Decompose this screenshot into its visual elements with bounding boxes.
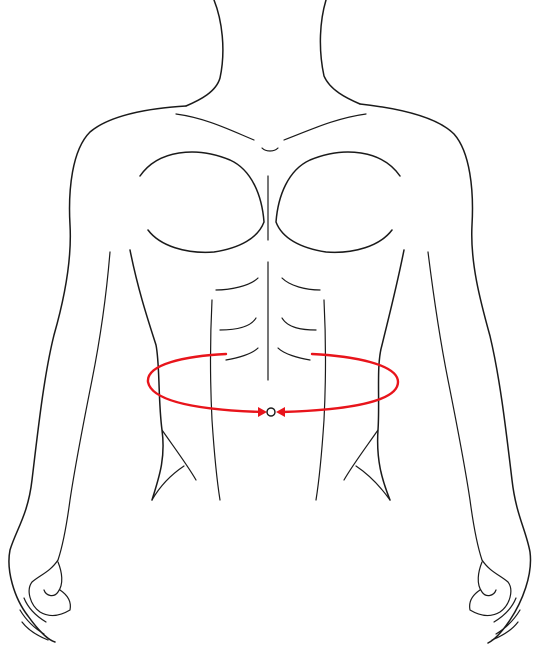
tape-arrow-right — [276, 407, 285, 417]
left-thumb — [44, 562, 62, 596]
start-point-marker-icon — [267, 408, 275, 416]
left-ab-mid — [220, 318, 256, 330]
left-ab-upper — [216, 278, 258, 290]
measuring-tape-loop-icon — [148, 354, 398, 417]
right-oblique — [344, 430, 378, 480]
left-hand-outline — [29, 560, 70, 616]
left-shoulder-arm-outer — [9, 106, 186, 642]
right-pec — [276, 152, 400, 252]
right-inguinal — [356, 466, 390, 500]
right-fingers — [492, 598, 520, 640]
left-ab-lower — [226, 348, 258, 360]
left-pec — [140, 152, 264, 252]
tape-back-arc-right — [282, 354, 398, 412]
torso-outline-icon — [9, 0, 531, 643]
neck-right-line — [320, 0, 360, 104]
right-ab-lower — [278, 348, 310, 360]
left-fingers — [20, 598, 48, 640]
right-shoulder-arm-outer — [360, 104, 530, 643]
right-rectus-edge — [316, 300, 326, 500]
tape-back-arc — [148, 354, 262, 412]
right-hand-outline — [470, 560, 511, 616]
right-ab-upper — [282, 278, 320, 290]
right-thumb — [478, 562, 496, 596]
right-arm-inner — [428, 252, 482, 560]
right-torso-side — [378, 250, 404, 500]
right-clavicle — [284, 114, 366, 140]
neck-left-line — [186, 0, 223, 106]
tape-arrow-left — [258, 407, 267, 417]
left-torso-side — [130, 250, 163, 500]
left-oblique — [162, 430, 196, 480]
left-arm-inner — [58, 252, 110, 560]
right-ab-mid — [282, 318, 316, 330]
left-clavicle — [176, 114, 254, 140]
left-rectus-edge — [211, 300, 221, 500]
sternal-notch — [262, 148, 278, 151]
